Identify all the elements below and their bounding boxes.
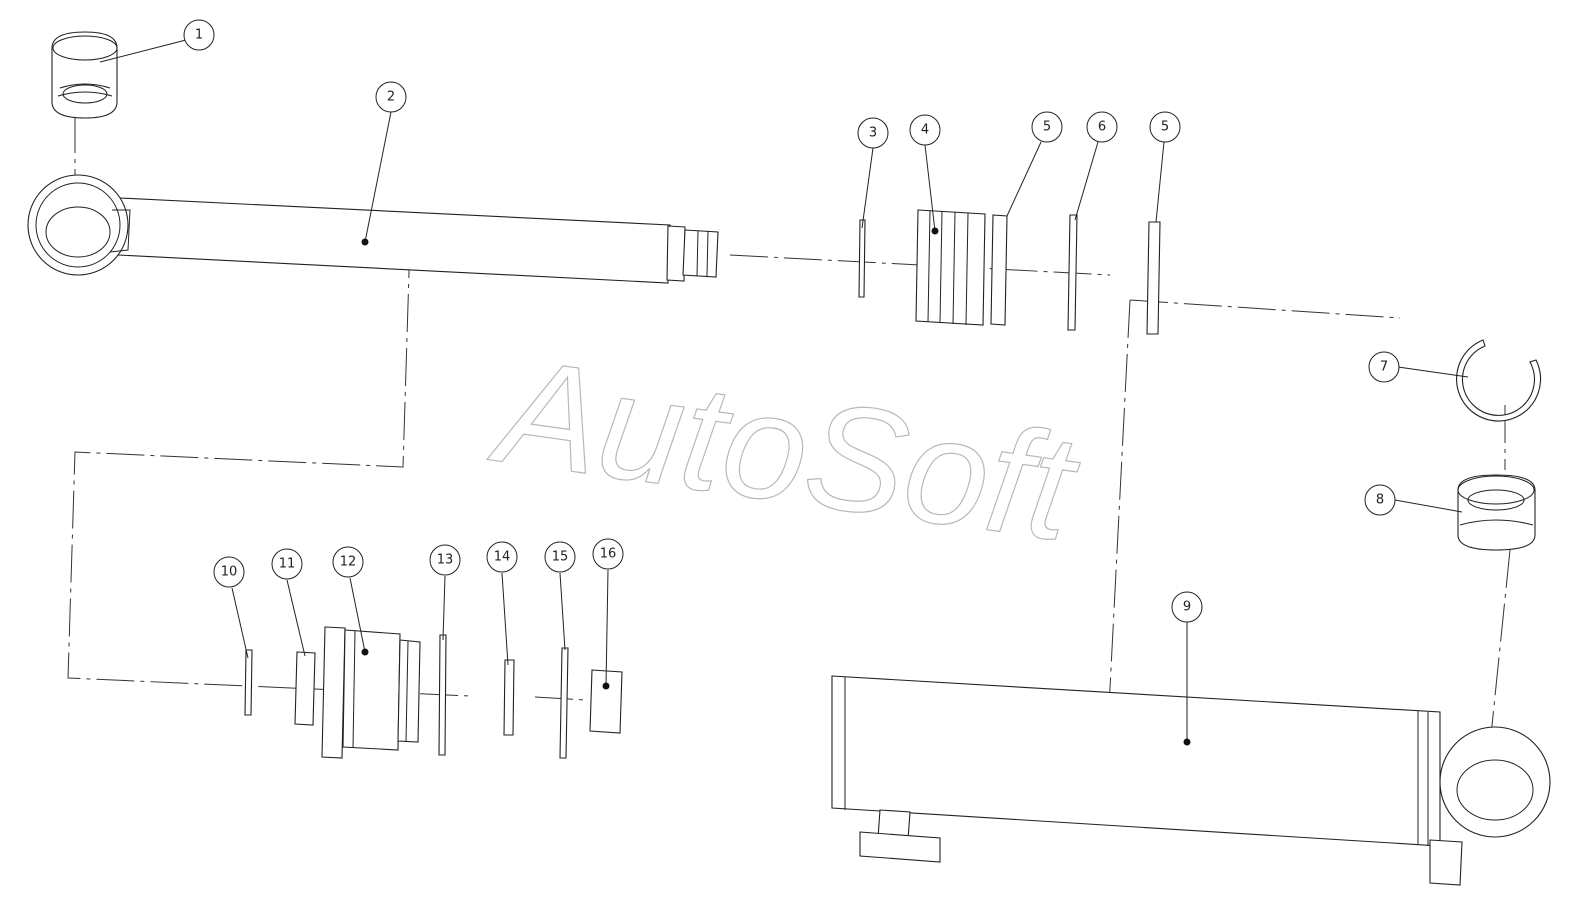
callout-12-label: 12: [340, 555, 357, 570]
part-9-cylinder-barrel: [831, 675, 1551, 886]
callout-6-label: 6: [1098, 120, 1106, 135]
part-6-ring: [1067, 214, 1078, 331]
callout-1-label: 1: [195, 28, 203, 43]
callout-9: 9: [1171, 591, 1203, 623]
part-10-washer: [244, 649, 253, 716]
part-12-gland: [321, 626, 421, 759]
part-8-bushing: [1457, 474, 1536, 551]
callout-1: 1: [183, 19, 215, 51]
callout-2-label: 2: [387, 90, 395, 105]
callout-5-first: 5: [1031, 111, 1063, 143]
callout-13: 13: [429, 544, 461, 576]
callout-5-first-label: 5: [1043, 120, 1051, 135]
callout-8-label: 8: [1376, 493, 1384, 508]
callout-3: 3: [857, 117, 889, 149]
callout-14: 14: [486, 541, 518, 573]
callout-4-label: 4: [921, 123, 929, 138]
callout-10-label: 10: [221, 565, 238, 580]
part-2-piston-rod: [27, 174, 719, 284]
leader-dots: [361, 227, 1191, 746]
leader-lines: [99, 39, 1469, 742]
callout-15: 15: [544, 541, 576, 573]
callout-14-label: 14: [494, 550, 511, 565]
callout-16: 16: [592, 538, 624, 570]
callout-16-label: 16: [600, 547, 617, 562]
callout-9-label: 9: [1183, 600, 1191, 615]
callout-11-label: 11: [279, 557, 296, 572]
callout-2: 2: [375, 81, 407, 113]
part-15-washer: [559, 647, 569, 759]
part-13-seal: [438, 634, 447, 756]
callout-7-label: 7: [1380, 360, 1388, 375]
part-5-seal-second: [1146, 221, 1161, 335]
watermark-text: AutoSoft: [482, 325, 1088, 573]
callout-11: 11: [271, 548, 303, 580]
part-11-wear-ring: [294, 651, 316, 726]
part-4-piston: [915, 209, 1008, 326]
part-3-washer: [858, 219, 866, 298]
callout-10: 10: [213, 556, 245, 588]
callout-13-label: 13: [437, 553, 454, 568]
part-14-ring: [503, 659, 515, 736]
callout-5-second: 5: [1149, 111, 1181, 143]
part-1-bushing: [51, 31, 118, 119]
callout-6: 6: [1086, 111, 1118, 143]
watermark: AutoSoft: [481, 324, 1089, 573]
callout-4: 4: [909, 114, 941, 146]
callout-7: 7: [1368, 351, 1400, 383]
callout-12: 12: [332, 546, 364, 578]
callout-5-second-label: 5: [1161, 120, 1169, 135]
callout-15-label: 15: [552, 550, 569, 565]
callout-3-label: 3: [869, 126, 877, 141]
part-7-retaining-ring: [1456, 339, 1542, 422]
callout-8: 8: [1364, 484, 1396, 516]
part-16-nut: [589, 669, 623, 734]
